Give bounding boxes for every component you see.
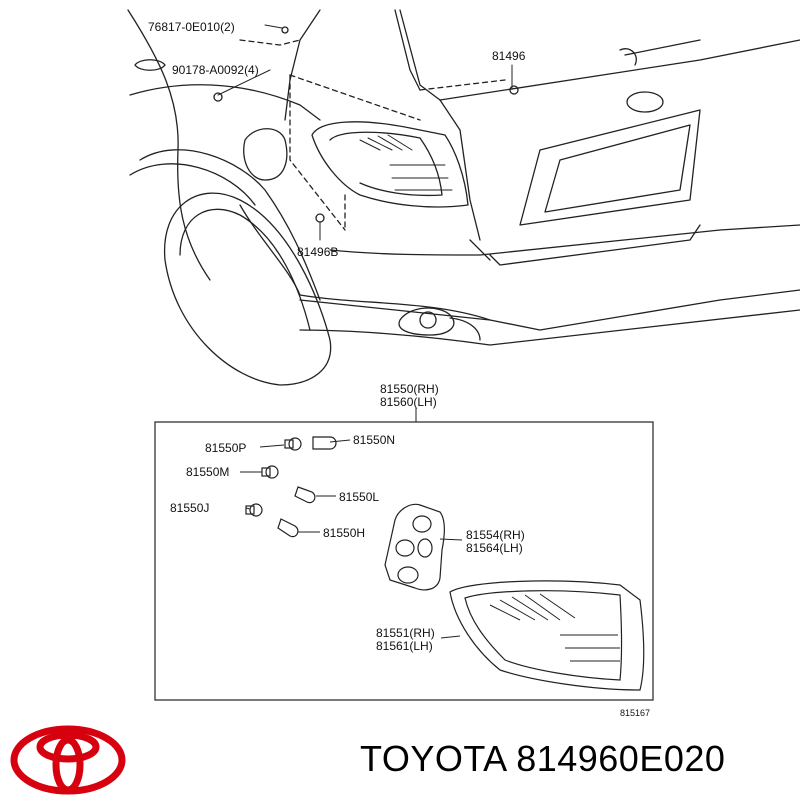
bulb-n-icon: [312, 436, 337, 450]
callout-81550-rh: 81550(RH): [380, 382, 439, 396]
gasket-icon: [384, 503, 445, 591]
body-lower-line: [239, 204, 491, 321]
rear-door-outline: [129, 84, 321, 121]
rear-hatch-top: [399, 9, 800, 101]
socket-p-icon: [284, 437, 302, 451]
license-recess: [519, 109, 701, 226]
hatch-emblem: [626, 91, 664, 113]
hatch-line-2: [439, 99, 481, 241]
callout-81496: 81496: [492, 49, 526, 63]
tail-lamp-hidden-edge: [289, 74, 421, 121]
callout-81550j: 81550J: [170, 501, 209, 515]
callout-81550h: 81550H: [323, 526, 365, 540]
callout-81550p: 81550P: [205, 441, 246, 455]
bumper-top: [329, 224, 800, 256]
vehicle-tail-lamp: [311, 121, 469, 208]
callout-90178: 90178-A0092(4): [172, 63, 259, 77]
callout-81496b: 81496B: [297, 245, 338, 259]
fuel-door: [243, 128, 288, 181]
callout-81560-lh: 81560(LH): [380, 395, 437, 409]
callout-81550m: 81550M: [186, 465, 229, 479]
door-handle: [134, 59, 166, 71]
bulb-h-icon: [277, 518, 299, 538]
callout-81551-rh: 81551(RH): [376, 626, 435, 640]
toyota-logo-icon: [10, 725, 126, 795]
callout-76817: 76817-0E010(2): [148, 20, 235, 34]
rear-panel: [469, 239, 491, 261]
nut-icon: [509, 85, 519, 95]
bulb-l-icon: [294, 486, 316, 504]
clip-icon: [281, 26, 289, 34]
rear-wiper: [619, 39, 701, 66]
callout-81561-lh: 81561(LH): [376, 639, 433, 653]
socket-m-icon: [261, 465, 279, 479]
reflector-wing: [449, 317, 481, 341]
bumper-bottom: [299, 309, 800, 346]
nut-icon: [315, 213, 325, 223]
tail-lamp-exploded-diagram: 76817-0E010(2) 90178-A0092(4) 81496 8149…: [127, 9, 800, 718]
callout-81550l: 81550L: [339, 490, 379, 504]
brand-part-number: TOYOTA 814960E020: [360, 738, 726, 779]
lens-assembly-icon: [449, 580, 645, 691]
license-inner: [544, 124, 691, 213]
wheel-rim-line: [179, 208, 311, 331]
wheel-arch: [139, 149, 321, 301]
callout-81550n: 81550N: [353, 433, 395, 447]
callout-81554-rh: 81554(RH): [466, 528, 525, 542]
rear-pillar-inner: [394, 9, 421, 91]
callout-81564-lh: 81564(LH): [466, 541, 523, 555]
assembly-frame: [154, 421, 654, 701]
bumper-lower: [299, 289, 800, 331]
socket-j-icon: [245, 503, 263, 517]
nut-icon: [213, 92, 223, 102]
diagram-ref-number: 815167: [620, 708, 650, 718]
wheel-arch-inner: [129, 163, 256, 206]
rear-reflector: [398, 307, 455, 336]
bumper-step: [489, 224, 701, 266]
reflector-lens: [419, 311, 437, 329]
wheel-tire: [163, 192, 332, 386]
body-side-outline: [127, 9, 211, 281]
